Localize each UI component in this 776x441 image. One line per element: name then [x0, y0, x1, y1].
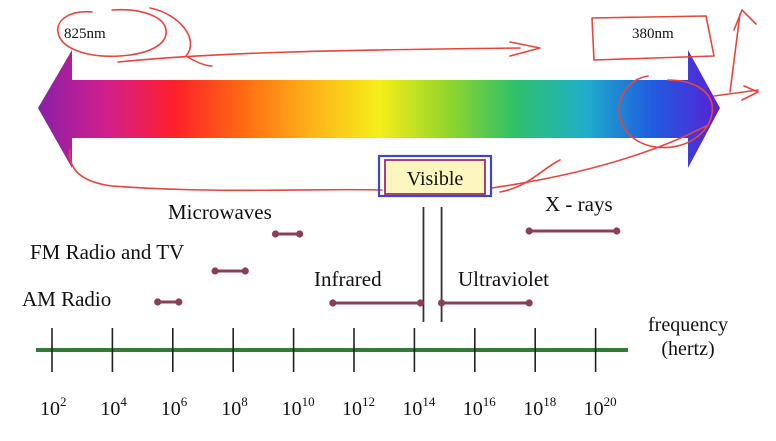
infrared-label: Infrared: [314, 267, 382, 291]
fm-radio-tv-label: FM Radio and TV: [30, 240, 184, 264]
ultraviolet-label: Ultraviolet: [458, 267, 549, 291]
axis-tick-labels: 102 104 106 108 1010 1012 1014 1016 1018 1020: [40, 394, 617, 420]
band-ranges: AM Radio FM Radio and TV MicrowavesInfrare…: [22, 192, 621, 311]
visible-box: [384, 159, 486, 195]
tick-label: 1012: [342, 394, 375, 420]
visible-box-outer: [377, 154, 493, 198]
tick-label: 1016: [463, 394, 497, 420]
tick-label: 108: [221, 394, 248, 420]
right-wavelength-label: 380nm: [632, 26, 674, 42]
ultraviolet-range-end: [525, 299, 533, 307]
tick-label: 102: [40, 394, 67, 420]
axis-ticks: [51, 328, 597, 372]
x-rays-range-start: [525, 227, 533, 235]
left-wavelength-label: 825nm: [64, 26, 106, 42]
x-rays-label: X - rays: [545, 192, 613, 216]
visible-label: Visible: [407, 168, 464, 190]
axis-title-frequency: frequency: [648, 314, 728, 336]
fm-radio-tv-range-start: [211, 267, 219, 275]
tick-label: 1020: [584, 394, 617, 420]
tick-label: 104: [100, 394, 127, 420]
tick-label: 106: [161, 394, 188, 420]
microwaves-range-start: [271, 230, 280, 238]
am-radio-label: AM Radio: [22, 287, 111, 311]
am-radio-range-end: [175, 298, 183, 306]
x-rays-range-end: [613, 227, 621, 235]
infrared-range-start: [329, 299, 337, 307]
microwaves-range-end: [296, 230, 304, 238]
tick-label: 1018: [523, 394, 556, 420]
fm-radio-tv-range-end: [241, 267, 249, 275]
spectrum-arrow: [38, 50, 720, 168]
axis-title-hertz: (hertz): [661, 338, 714, 360]
am-radio-range-start: [154, 298, 162, 306]
tick-label: 1010: [282, 394, 315, 420]
microwaves-label: Microwaves: [168, 200, 272, 224]
hand-drawn-annotations: [57, 7, 759, 193]
tick-label: 1014: [402, 394, 436, 420]
ultraviolet-range-start: [437, 299, 446, 307]
infrared-range-end: [416, 299, 425, 307]
